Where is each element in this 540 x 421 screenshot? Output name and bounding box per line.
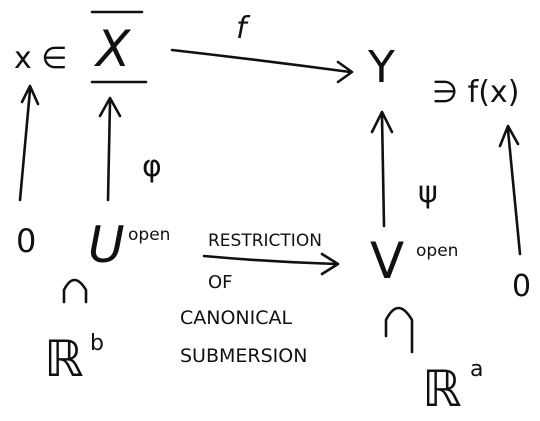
arrow-right-head — [498, 124, 520, 148]
label-contains-fx: ∋ f(x) — [432, 75, 519, 110]
label-U: U — [88, 216, 125, 274]
subset-cap-left — [62, 278, 88, 304]
label-psi: ψ — [418, 175, 438, 210]
arrow-restriction-head — [320, 252, 340, 276]
label-R-a: ℝ — [422, 360, 462, 418]
arrow-left-head — [20, 84, 40, 106]
label-V: V — [370, 232, 404, 290]
label-b: b — [90, 331, 104, 356]
arrow-phi-line — [106, 100, 112, 202]
label-x-in: x ∈ — [14, 41, 67, 76]
arrow-f-line — [170, 48, 352, 74]
label-zero-left: 0 — [16, 222, 36, 260]
label-phi: φ — [142, 149, 162, 184]
label-open-U: open — [128, 225, 170, 245]
label-open-V: open — [416, 241, 458, 261]
arrow-psi-line — [380, 114, 386, 228]
subset-cap-right — [384, 306, 414, 354]
arrow-f-head — [336, 60, 354, 84]
label-Y: Y — [367, 42, 395, 93]
arrow-psi-head — [370, 110, 394, 134]
arrow-phi-head — [98, 96, 122, 118]
arrow-left-line — [18, 88, 32, 202]
label-f: f — [236, 11, 251, 46]
label-a: a — [470, 357, 483, 382]
label-zero-right: 0 — [512, 269, 531, 304]
label-of: OF — [208, 272, 233, 293]
label-R-b: ℝ — [44, 330, 84, 388]
label-restriction: RESTRICTION — [208, 231, 322, 251]
label-canonical: CANONICAL — [180, 307, 293, 329]
arrow-right-line — [506, 128, 522, 256]
label-X: X — [93, 20, 132, 78]
arrow-restriction-line — [202, 254, 338, 266]
label-submersion: SUBMERSION — [180, 345, 307, 367]
